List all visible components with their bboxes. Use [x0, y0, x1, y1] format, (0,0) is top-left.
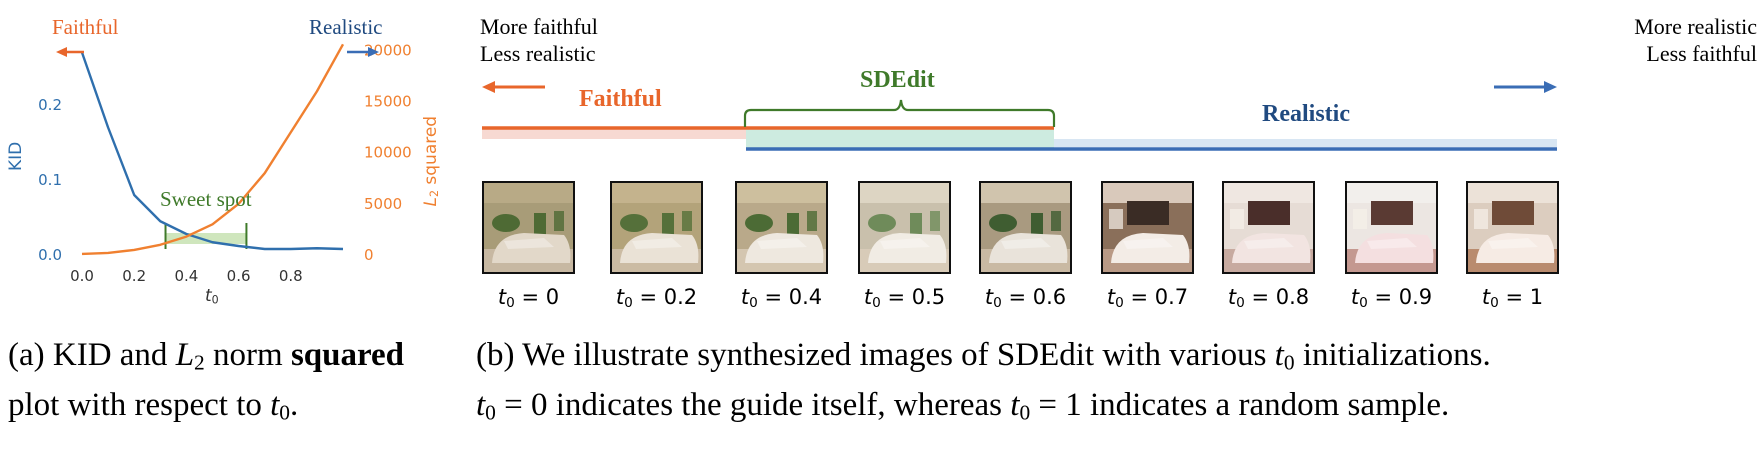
panel-a-chart: 0.0 0.2 0.4 0.6 0.8 0.0 0.1 0.2 0 5000 10000 15000 2…	[0, 0, 460, 320]
kid-tick-label: 0.0	[38, 246, 62, 264]
more-realistic-text: More realistic	[1634, 14, 1757, 39]
realistic-fill	[1054, 139, 1557, 147]
less-faithful-text: Less faithful	[1646, 41, 1757, 66]
sdedit-fill	[746, 129, 1054, 149]
x-tick-label: 0.8	[279, 267, 303, 285]
faithful-fill	[482, 129, 746, 139]
t0-value: 0.8	[1275, 285, 1310, 309]
bedroom-thumbnail	[482, 181, 575, 274]
thumbnail-t0-label: t0 = 0.4	[740, 285, 823, 311]
t0-value: 0.9	[1398, 285, 1433, 309]
thumbnail-t0-label: t0 = 0.9	[1350, 285, 1433, 311]
spectrum-bars	[482, 81, 1557, 151]
l2-tick-label: 20000	[364, 41, 412, 59]
caption-a: (a) KID and L2 norm squared plot with re…	[8, 337, 405, 425]
bedroom-thumbnail	[610, 181, 703, 274]
t0-value: 0.5	[911, 285, 946, 309]
bedroom-thumbnail	[1101, 181, 1194, 274]
right-arrow-icon	[1494, 81, 1557, 93]
thumbnail-t0-label: t0 = 0.6	[984, 285, 1067, 311]
thumbnail-t0-label: t0 = 0	[497, 285, 560, 311]
t0-value: 1	[1529, 285, 1544, 309]
spectrum-realistic-label: Realistic	[1262, 101, 1350, 127]
bedroom-thumbnail	[979, 181, 1072, 274]
less-realistic-text: Less realistic	[480, 41, 596, 66]
l2-tick-label: 5000	[364, 195, 402, 213]
spectrum-faithful-label: Faithful	[579, 86, 662, 112]
kid-l2-chart: 0.0 0.2 0.4 0.6 0.8 0.0 0.1 0.2 0 5000 10000 15000 2…	[38, 41, 412, 285]
t0-value: 0	[545, 285, 560, 309]
kid-tick-label: 0.1	[38, 171, 62, 189]
sweet-spot-band	[165, 233, 247, 244]
sdedit-brace	[743, 99, 1056, 127]
kid-series-line	[80, 52, 344, 251]
t0-value: 0.2	[663, 285, 698, 309]
t0-value: 0.4	[788, 285, 823, 309]
chart-right-arrowhead-icon	[368, 47, 379, 57]
thumbnail-t0-label: t0 = 1	[1481, 285, 1544, 311]
chart-faithful-label: Faithful	[52, 15, 119, 39]
bedroom-thumbnail	[1345, 181, 1438, 274]
thumbnail-t0-label: t0 = 0.2	[615, 285, 698, 311]
x-tick-label: 0.2	[122, 267, 146, 285]
l2-series-line	[81, 43, 345, 256]
bedroom-thumbnail	[858, 181, 951, 274]
x-tick-label: 0.0	[70, 267, 94, 285]
x-tick-label: 0.6	[227, 267, 251, 285]
thumbnail-t0-label: t0 = 0.8	[1227, 285, 1310, 311]
thumbnail-t0-label: t0 = 0.5	[863, 285, 946, 311]
caption-b: (b) We illustrate synthesized images of …	[476, 337, 1491, 425]
bedroom-thumbnail	[1222, 181, 1315, 274]
thumbnail-t0-label: t0 = 0.7	[1106, 285, 1189, 311]
chart-left-arrowhead-icon	[56, 47, 67, 57]
left-arrow-icon	[482, 81, 545, 93]
l2-tick-label: 15000	[364, 93, 412, 111]
spectrum-sdedit-label: SDEdit	[860, 67, 935, 93]
chart-realistic-label: Realistic	[309, 15, 383, 39]
x-axis-label: t0	[205, 286, 219, 307]
x-tick-label: 0.4	[174, 267, 198, 285]
kid-tick-label: 0.2	[38, 96, 62, 114]
sweet-spot-label: Sweet spot	[160, 187, 252, 211]
bedroom-thumbnail	[1466, 181, 1559, 274]
bedroom-thumbnail	[735, 181, 828, 274]
l2-tick-label: 10000	[364, 144, 412, 162]
more-faithful-text: More faithful	[480, 14, 598, 39]
t0-value: 0.6	[1032, 285, 1067, 309]
l2-tick-label: 0	[364, 246, 374, 264]
t0-value: 0.7	[1154, 285, 1189, 309]
